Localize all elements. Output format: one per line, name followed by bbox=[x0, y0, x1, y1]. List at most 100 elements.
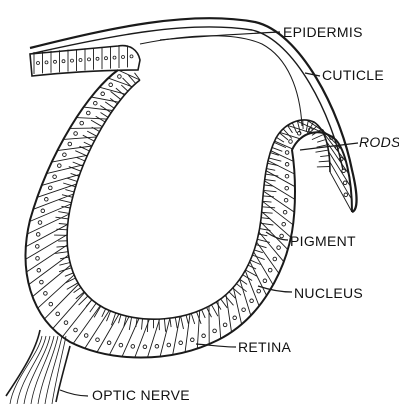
cell-nucleus bbox=[109, 83, 113, 87]
retina-cell-wall bbox=[250, 261, 267, 295]
retina-cell-wall bbox=[85, 311, 109, 349]
cell-nucleus bbox=[58, 164, 62, 168]
epidermis-nucleus bbox=[130, 55, 133, 58]
retina-cell-wall bbox=[47, 165, 84, 174]
cell-nucleus bbox=[285, 163, 289, 167]
cell-nucleus bbox=[282, 222, 286, 226]
retina-cell-wall bbox=[42, 174, 80, 185]
epidermis-nucleus bbox=[113, 56, 116, 59]
rod bbox=[58, 212, 69, 214]
rod bbox=[259, 234, 268, 236]
rod bbox=[312, 134, 324, 139]
rod bbox=[105, 102, 114, 108]
rod bbox=[59, 224, 68, 225]
rod bbox=[107, 311, 111, 321]
optic-nerve-fiber bbox=[24, 336, 50, 404]
rod bbox=[170, 318, 171, 327]
rod bbox=[186, 315, 188, 324]
cell-nucleus bbox=[284, 198, 288, 202]
cell-nucleus bbox=[36, 245, 40, 249]
cell-nucleus bbox=[242, 308, 246, 312]
rod bbox=[75, 151, 87, 156]
cell-nucleus bbox=[257, 289, 261, 293]
rod bbox=[164, 319, 165, 332]
cell-nucleus bbox=[49, 302, 53, 306]
cell-nucleus bbox=[179, 341, 183, 345]
rod bbox=[121, 85, 128, 91]
cell-nucleus bbox=[56, 312, 60, 316]
rod bbox=[136, 318, 137, 327]
retina-cell-wall bbox=[108, 78, 132, 87]
cell-nucleus bbox=[223, 323, 227, 327]
rod bbox=[73, 162, 83, 166]
rod bbox=[265, 180, 276, 181]
rod bbox=[129, 317, 131, 330]
label-pigment: PIGMENT bbox=[290, 233, 356, 249]
label-optic-nerve: OPTIC NERVE bbox=[92, 387, 190, 403]
rod bbox=[221, 299, 228, 308]
rod bbox=[225, 296, 234, 306]
cell-nucleus bbox=[280, 234, 284, 238]
rod bbox=[254, 250, 263, 253]
retina-cell-wall bbox=[63, 137, 96, 140]
cell-nucleus bbox=[283, 210, 287, 214]
rod bbox=[119, 315, 122, 324]
retina-cell-wall bbox=[45, 284, 79, 319]
cell-nucleus bbox=[277, 246, 281, 250]
retina-cell-wall bbox=[73, 306, 100, 344]
cell-nucleus bbox=[96, 338, 100, 342]
cell-nucleus bbox=[45, 198, 49, 202]
rod bbox=[317, 140, 326, 143]
rod bbox=[67, 178, 78, 181]
cell-nucleus bbox=[233, 316, 237, 320]
rod bbox=[257, 239, 270, 242]
cell-nucleus bbox=[167, 343, 171, 347]
epidermis-nucleus bbox=[88, 58, 91, 61]
cell-nucleus bbox=[49, 186, 53, 190]
rod bbox=[266, 169, 275, 171]
cell-nucleus bbox=[191, 338, 195, 342]
cell-nucleus bbox=[285, 174, 289, 178]
cell-nucleus bbox=[94, 101, 98, 105]
retina-cell-wall bbox=[97, 314, 119, 352]
rod bbox=[276, 137, 284, 142]
cell-nucleus bbox=[80, 121, 84, 125]
epidermis-nucleus bbox=[71, 59, 74, 62]
cell-nucleus bbox=[285, 151, 289, 155]
retina-cell-wall bbox=[76, 118, 107, 120]
rod bbox=[316, 150, 329, 152]
cell-nucleus bbox=[143, 345, 147, 349]
cell-nucleus bbox=[36, 257, 40, 261]
cell-nucleus bbox=[53, 175, 57, 179]
retina-cell-wall bbox=[53, 292, 85, 328]
epidermis-nucleus bbox=[122, 56, 125, 59]
cell-nucleus bbox=[64, 321, 68, 325]
rod bbox=[59, 263, 70, 266]
cell-nucleus bbox=[107, 341, 111, 345]
rod bbox=[181, 316, 184, 329]
label-rods: RODS bbox=[359, 134, 399, 150]
rod bbox=[59, 200, 72, 203]
rod bbox=[191, 314, 194, 325]
retina-cell-wall bbox=[29, 255, 69, 284]
cell-nucleus bbox=[289, 140, 293, 144]
rod bbox=[59, 268, 71, 272]
label-retina: RETINA bbox=[238, 339, 291, 355]
epidermis-nucleus bbox=[37, 62, 40, 65]
cell-nucleus bbox=[40, 280, 44, 284]
rod bbox=[102, 309, 106, 317]
rod bbox=[77, 158, 85, 162]
cell-nucleus bbox=[131, 345, 135, 349]
rod bbox=[142, 319, 143, 330]
label-cuticle: CUTICLE bbox=[322, 67, 384, 83]
epidermis-nucleus bbox=[62, 60, 65, 63]
cell-nucleus bbox=[44, 292, 48, 296]
epidermis-nucleus bbox=[54, 60, 57, 63]
cell-nucleus bbox=[37, 269, 41, 273]
rods-layer bbox=[54, 73, 330, 332]
rod bbox=[147, 319, 148, 332]
rod bbox=[319, 161, 330, 162]
retina-cell-wall bbox=[268, 161, 295, 174]
cell-nucleus bbox=[250, 299, 254, 303]
